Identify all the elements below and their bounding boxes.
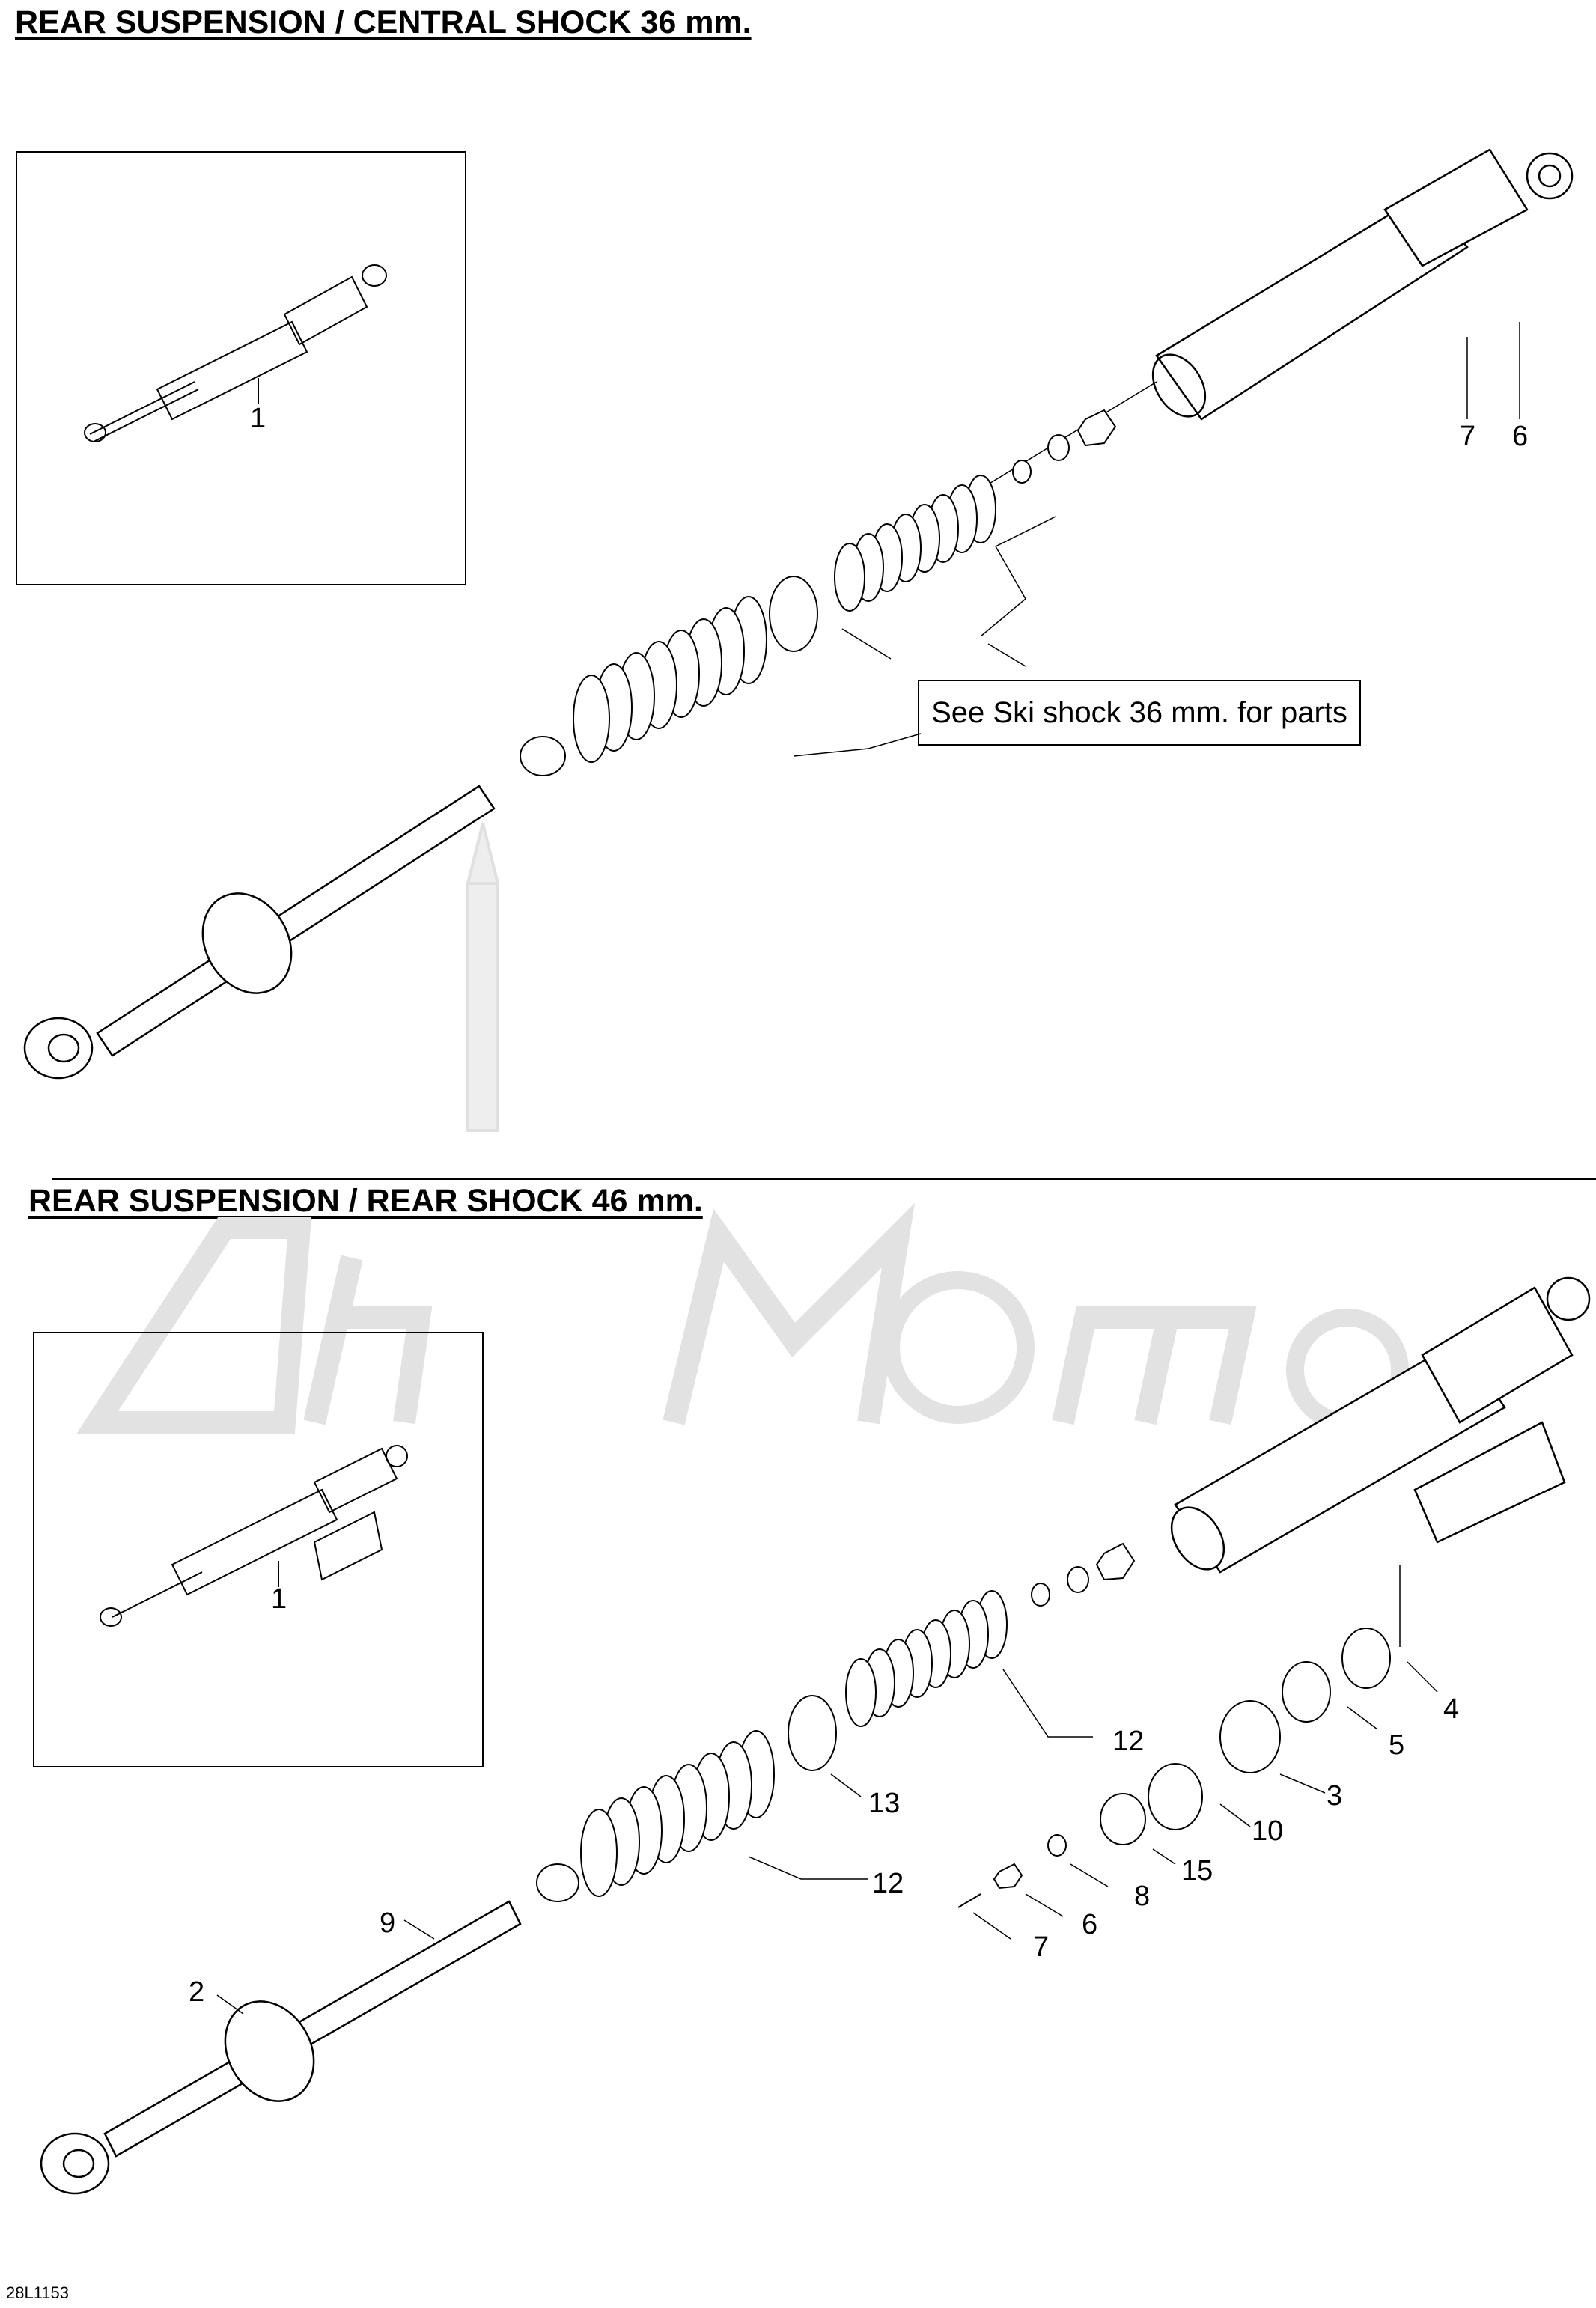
callout-13: 13 (868, 1788, 901, 1819)
nut-washers-bottom (1031, 1542, 1136, 1607)
callout-4: 4 (1443, 1693, 1460, 1725)
nut-washers-top (1012, 409, 1117, 484)
callout-10: 10 (1252, 1815, 1284, 1847)
inset-box-bottom (33, 1332, 484, 1767)
callout-5: 5 (1389, 1729, 1405, 1761)
watermark-logo (76, 823, 1409, 1434)
section-title-central-shock: REAR SUSPENSION / CENTRAL SHOCK 36 mm. (15, 4, 752, 40)
callout-15: 15 (1181, 1855, 1213, 1887)
shock-body-bottom (1170, 1276, 1591, 1647)
inset-shock-bottom (100, 1445, 408, 1627)
shaft-bottom (40, 1900, 522, 2195)
callout-1-top-inset: 1 (250, 403, 266, 434)
inset-shock-top (84, 264, 387, 442)
valve-parts-bottom (957, 1628, 1391, 1908)
callout-2: 2 (189, 1976, 205, 2008)
callout-6-top: 6 (1512, 421, 1529, 452)
callout-1-bottom-inset: 1 (271, 1583, 287, 1615)
inset-box-top (16, 151, 466, 585)
shaft-top (23, 785, 496, 1080)
diagram-code: 28L1153 (6, 2283, 70, 2302)
springs-bottom (536, 1590, 1008, 1902)
section-title-rear-shock: REAR SUSPENSION / REAR SHOCK 46 mm. (28, 1183, 703, 1219)
springs-top (520, 475, 996, 776)
leaders-top (793, 322, 1520, 757)
callout-8: 8 (1134, 1881, 1151, 1912)
see-ski-shock-note: See Ski shock 36 mm. for parts (918, 680, 1361, 746)
leaders-bottom (216, 1661, 1438, 2015)
callout-6-bottom: 6 (1082, 1909, 1098, 1940)
callout-12-upper: 12 (1112, 1726, 1145, 1757)
section-divider (52, 1178, 1596, 1180)
callout-3: 3 (1327, 1780, 1343, 1812)
shock-body-top (898, 148, 1574, 540)
callout-7-top: 7 (1460, 421, 1476, 452)
callout-12-lower: 12 (872, 1868, 904, 1899)
callout-7-bottom: 7 (1033, 1931, 1050, 1963)
callout-9: 9 (380, 1907, 396, 1939)
